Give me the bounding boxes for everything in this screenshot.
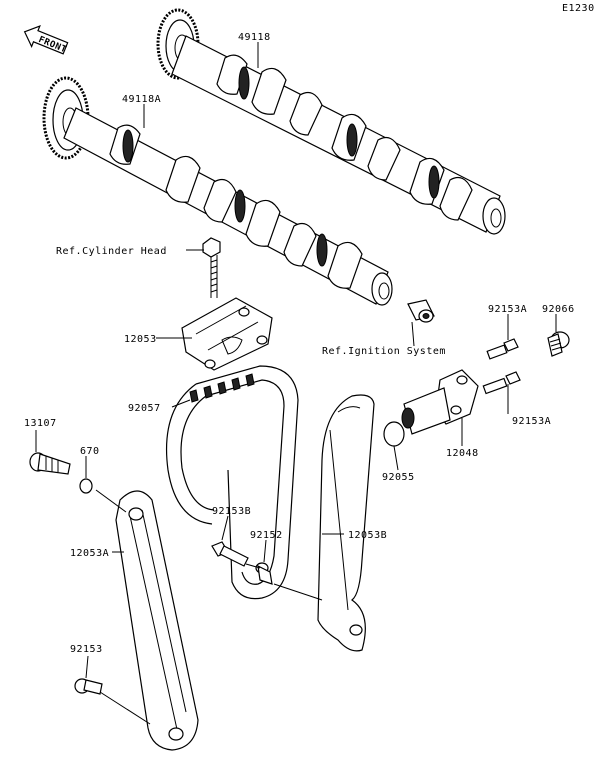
- camshaft-49118A: [42, 76, 393, 306]
- callout-ref-ignition-system: Ref.Ignition System: [322, 346, 446, 357]
- chain-guide-12053B: [317, 394, 375, 652]
- o-ring-92055: [383, 421, 405, 447]
- ignition-rotor-piece: [407, 299, 435, 323]
- callout-92055: 92055: [382, 472, 415, 483]
- callout-12053: 12053: [124, 334, 157, 345]
- collar-92152: [255, 562, 273, 585]
- cam-chain-tensioner-12048: [401, 369, 479, 435]
- cam-chain-92057: [165, 365, 299, 600]
- callout-92153A-top: 92153A: [488, 304, 527, 315]
- leader-lines: [35, 42, 557, 725]
- cam-chain-guide-12053: [181, 297, 273, 371]
- callout-ref-cylinder-head: Ref.Cylinder Head: [56, 246, 167, 257]
- callout-12053B: 12053B: [348, 530, 387, 541]
- callout-92057: 92057: [128, 403, 161, 414]
- callout-92152: 92152: [250, 530, 283, 541]
- callout-92153B: 92153B: [212, 506, 251, 517]
- washer-670: [79, 478, 93, 494]
- guide-bolt-92153B: [211, 541, 249, 567]
- diagram-code: E1230: [562, 3, 595, 14]
- callout-49118A: 49118A: [122, 94, 161, 105]
- tensioner-cap-bolt-92066: [547, 331, 570, 357]
- callout-670: 670: [80, 446, 100, 457]
- callout-92066: 92066: [542, 304, 575, 315]
- chain-guide-12053A: [115, 490, 199, 751]
- callout-12053A: 12053A: [70, 548, 109, 559]
- callout-92153: 92153: [70, 644, 103, 655]
- callout-92153A-bottom: 92153A: [512, 416, 551, 427]
- guide-bolt-92153: [74, 678, 103, 695]
- tensioner-bolt-bottom: [482, 371, 521, 395]
- tensioner-bolt-top: [486, 338, 519, 360]
- callout-49118: 49118: [238, 32, 271, 43]
- camshaft-49118: [156, 8, 506, 235]
- callout-13107: 13107: [24, 418, 57, 429]
- guide-bolt-13107: [29, 452, 71, 475]
- callout-12048: 12048: [446, 448, 479, 459]
- cam-cap-bolt: [202, 237, 221, 298]
- front-arrow-icon: FRONT: [23, 25, 69, 55]
